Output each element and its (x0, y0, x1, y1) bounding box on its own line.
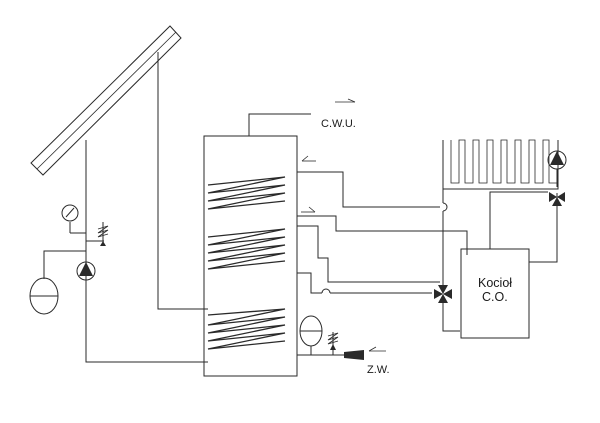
expansion-vessel-icon (299, 315, 323, 355)
storage-tank (203, 135, 298, 377)
three-way-valve-icon (549, 192, 565, 206)
hot-water-outlet: C.W.U. (248, 98, 356, 136)
circulation-pump-icon (547, 150, 567, 187)
cold-water-inlet: Z.W. (297, 346, 390, 376)
tank-coil-upper (207, 176, 286, 210)
pressure-gauge-icon (61, 204, 86, 234)
collector-flow-pipe (157, 52, 208, 310)
three-way-valve-icon (434, 285, 452, 303)
boiler-label-line2: C.O. (482, 290, 508, 304)
expansion-vessel-icon (29, 250, 86, 315)
boiler: Kocioł C.O. (460, 248, 530, 339)
tank-coil-middle (207, 228, 286, 270)
upper-coil-pipes (297, 155, 468, 294)
hot-water-label: C.W.U. (321, 118, 356, 130)
circulation-pump-icon (76, 261, 96, 281)
radiator (442, 139, 559, 190)
tank-coil-lower (207, 308, 286, 350)
safety-valve-icon (86, 222, 109, 246)
solar-collector (30, 25, 182, 176)
collector-return-pipe (85, 140, 208, 363)
boiler-label-line1: Kocioł (478, 276, 512, 290)
cold-water-label: Z.W. (367, 364, 390, 376)
safety-valve-icon (327, 332, 339, 355)
